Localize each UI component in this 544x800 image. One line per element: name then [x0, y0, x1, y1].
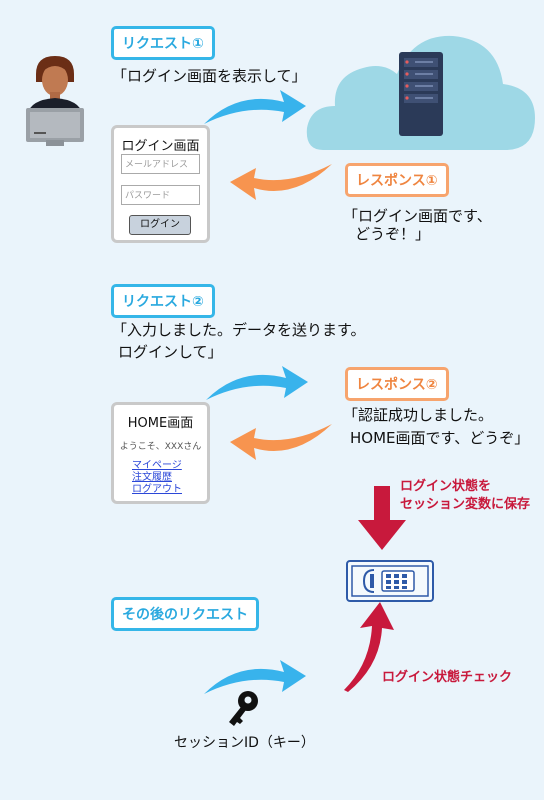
- login-screen-mockup: ログイン画面 メールアドレス パスワード ログイン: [111, 125, 210, 243]
- later-request-tag: その後のリクエスト: [111, 597, 259, 631]
- request-2-arrow: [206, 366, 308, 400]
- response-2-speech-line-2: HOME画面です、どうぞ」: [350, 429, 530, 447]
- session-store-note-line-1: ログイン状態を: [400, 479, 492, 494]
- login-button: ログイン: [129, 215, 191, 235]
- response-2-speech-line-1: 「認証成功しました。: [343, 406, 494, 424]
- session-store-note-line-2: セッション変数に保存: [400, 497, 531, 512]
- request-2-speech-line-2: ログインして」: [118, 343, 223, 361]
- session-storage-safe-icon: [346, 560, 434, 602]
- link-mypage: マイページ: [132, 460, 182, 471]
- login-screen-title: ログイン画面: [121, 139, 200, 154]
- response-2-tag: レスポンス②: [345, 367, 449, 401]
- session-id-key-label: セッションID（キー）: [174, 735, 315, 751]
- request-2-tag: リクエスト②: [111, 284, 215, 318]
- link-logout: ログアウト: [132, 484, 182, 495]
- password-field: パスワード: [121, 185, 200, 205]
- request-1-speech: 「ログイン画面を表示して」: [112, 67, 307, 85]
- later-request-arrow: [204, 660, 306, 694]
- response-1-speech-line-1: 「ログイン画面です、: [343, 207, 492, 225]
- response-1-speech-line-2: どうぞ！」: [355, 225, 431, 243]
- session-check-note: ログイン状態チェック: [382, 670, 513, 685]
- response-1-arrow: [230, 164, 332, 200]
- home-screen-title: HOME画面: [127, 416, 194, 431]
- response-1-tag: レスポンス①: [345, 163, 449, 197]
- home-welcome-text: ようこそ、XXXさん: [119, 442, 202, 452]
- request-1-tag: リクエスト①: [111, 26, 215, 60]
- key-icon: [229, 691, 258, 726]
- request-2-speech-line-1: 「入力しました。データを送ります。: [112, 321, 366, 339]
- email-field: メールアドレス: [121, 154, 200, 174]
- link-order-history: 注文履歴: [132, 472, 172, 483]
- response-2-arrow: [230, 424, 332, 460]
- home-screen-mockup: HOME画面 ようこそ、XXXさん マイページ 注文履歴 ログアウト: [111, 402, 210, 504]
- request-1-arrow: [204, 90, 306, 124]
- session-check-arrow: [344, 602, 394, 692]
- cloud-server-illustration: [306, 35, 535, 150]
- store-session-arrow: [358, 486, 406, 550]
- user-at-computer-illustration: [26, 56, 84, 146]
